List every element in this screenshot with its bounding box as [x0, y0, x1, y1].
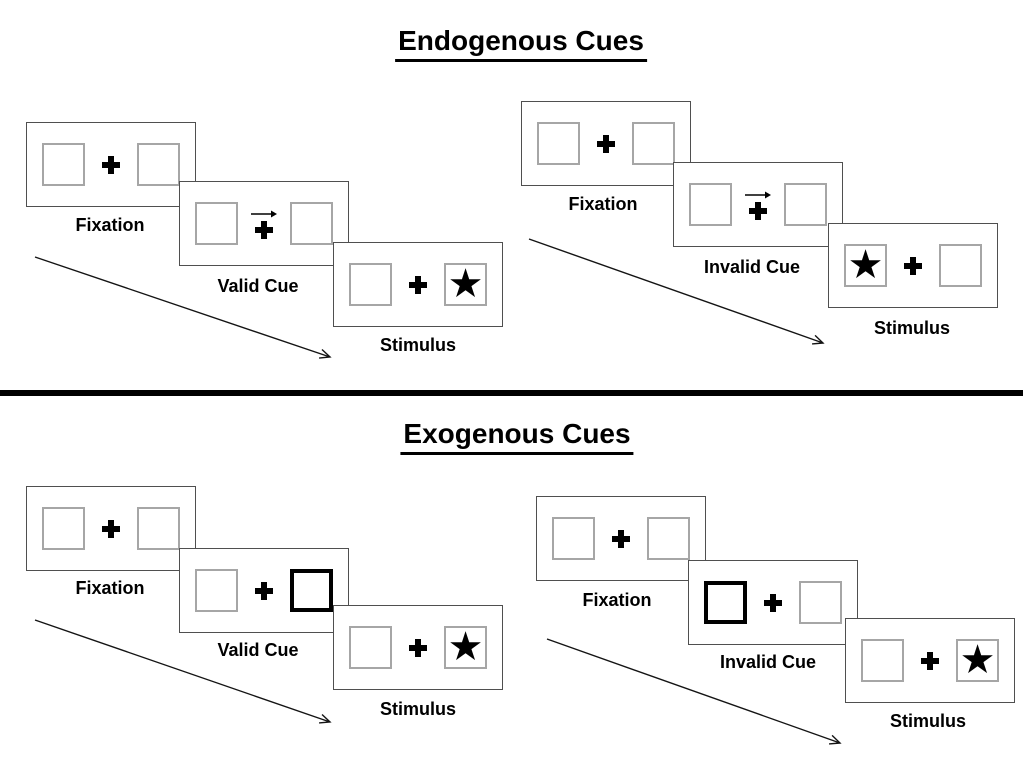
left-placeholder-box	[349, 263, 392, 306]
panel-endo-valid-cue	[179, 181, 349, 266]
fixation-cross-icon	[749, 201, 767, 220]
panel-label-fixation: Fixation	[568, 194, 638, 214]
central-arrow-cue-icon	[745, 191, 771, 198]
right-placeholder-box	[647, 517, 690, 560]
star-stimulus-icon: ★	[447, 260, 484, 307]
timeline-arrow-exo-invalid	[546, 638, 842, 745]
left-target-box: ★	[844, 244, 887, 287]
panel-label-valid-cue: Valid Cue	[217, 640, 299, 660]
panel-endo-invalid-fixation	[521, 101, 691, 186]
panel-endo-invalid-stimulus: ★	[828, 223, 998, 308]
right-placeholder-box	[784, 183, 827, 226]
section-divider-line	[0, 390, 1023, 396]
panel-label-fixation: Fixation	[75, 215, 145, 235]
fixation-cross-icon	[921, 651, 939, 670]
right-placeholder-box	[137, 143, 180, 186]
timeline-arrow-endo-valid	[34, 256, 332, 359]
right-placeholder-box	[137, 507, 180, 550]
left-placeholder-box	[537, 122, 580, 165]
left-placeholder-box	[552, 517, 595, 560]
fixation-cross-icon	[904, 256, 922, 275]
left-peripheral-cue-box	[704, 581, 747, 624]
star-stimulus-icon: ★	[959, 636, 996, 683]
fixation-cross-icon	[597, 134, 615, 153]
timeline-arrow-endo-invalid	[528, 238, 825, 345]
central-arrow-cue-icon	[251, 210, 277, 217]
right-target-box: ★	[956, 639, 999, 682]
fixation-cross-icon	[409, 275, 427, 294]
panel-label-fixation: Fixation	[75, 578, 145, 598]
left-placeholder-box	[42, 143, 85, 186]
panel-label-stimulus: Stimulus	[873, 318, 951, 338]
panel-label-stimulus: Stimulus	[379, 335, 457, 355]
fixation-cross-icon	[102, 519, 120, 538]
fixation-cross-icon	[255, 581, 273, 600]
timeline-arrow-exo-valid	[34, 619, 332, 724]
section-title-text: Endogenous Cues	[395, 25, 647, 62]
left-placeholder-box	[861, 639, 904, 682]
section-title-endogenous: Endogenous Cues	[395, 25, 647, 62]
fixation-cross-icon	[409, 638, 427, 657]
panel-exo-valid-fixation	[26, 486, 196, 571]
right-placeholder-box	[290, 202, 333, 245]
panel-label-fixation: Fixation	[582, 590, 652, 610]
right-peripheral-cue-box	[290, 569, 333, 612]
star-stimulus-icon: ★	[847, 241, 884, 288]
fixation-cross-icon	[612, 529, 630, 548]
panel-exo-valid-stimulus: ★	[333, 605, 503, 690]
panel-exo-valid-cue	[179, 548, 349, 633]
left-placeholder-box	[195, 569, 238, 612]
section-title-exogenous: Exogenous Cues	[400, 418, 634, 455]
right-placeholder-box	[632, 122, 675, 165]
right-placeholder-box	[939, 244, 982, 287]
panel-exo-invalid-cue	[688, 560, 858, 645]
fixation-cross-icon	[102, 155, 120, 174]
right-target-box: ★	[444, 626, 487, 669]
panel-label-valid-cue: Valid Cue	[217, 276, 299, 296]
panel-endo-invalid-cue	[673, 162, 843, 247]
left-placeholder-box	[349, 626, 392, 669]
section-title-text: Exogenous Cues	[400, 418, 634, 455]
panel-label-invalid-cue: Invalid Cue	[703, 257, 801, 277]
fixation-cross-icon	[764, 593, 782, 612]
right-placeholder-box	[799, 581, 842, 624]
left-placeholder-box	[689, 183, 732, 226]
panel-exo-invalid-stimulus: ★	[845, 618, 1015, 703]
panel-label-invalid-cue: Invalid Cue	[719, 652, 817, 672]
panel-label-stimulus: Stimulus	[379, 699, 457, 719]
left-placeholder-box	[195, 202, 238, 245]
panel-endo-valid-stimulus: ★	[333, 242, 503, 327]
fixation-cross-icon	[255, 220, 273, 239]
panel-label-stimulus: Stimulus	[889, 711, 967, 731]
right-target-box: ★	[444, 263, 487, 306]
panel-exo-invalid-fixation	[536, 496, 706, 581]
left-placeholder-box	[42, 507, 85, 550]
star-stimulus-icon: ★	[447, 623, 484, 670]
panel-endo-valid-fixation	[26, 122, 196, 207]
